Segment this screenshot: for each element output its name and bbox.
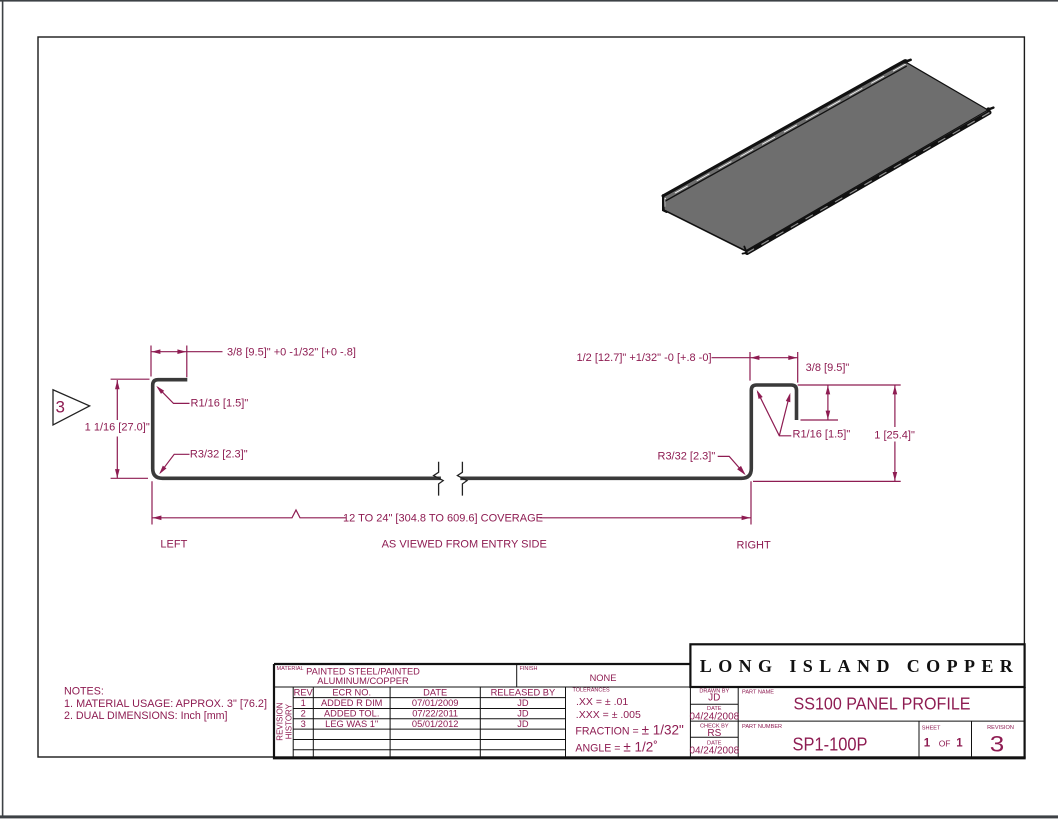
svg-text:REV: REV: [294, 687, 314, 697]
svg-text:3: 3: [990, 731, 1005, 756]
svg-text:PAINTED STEEL/PAINTED: PAINTED STEEL/PAINTED: [306, 667, 420, 677]
svg-text:1: 1: [924, 737, 931, 749]
svg-text:2. DUAL DIMENSIONS: Inch [mm]: 2. DUAL DIMENSIONS: Inch [mm]: [64, 710, 228, 722]
svg-text:R3/32 [2.3]": R3/32 [2.3]": [190, 449, 248, 461]
svg-text:LEFT: LEFT: [160, 539, 187, 551]
svg-text:R1/16 [1.5]": R1/16 [1.5]": [793, 429, 851, 441]
svg-text:OF: OF: [939, 738, 951, 748]
svg-text:1/2 [12.7]" +1/32" -0 [+.8 -0]: 1/2 [12.7]" +1/32" -0 [+.8 -0]: [577, 352, 712, 364]
svg-text:RELEASED BY: RELEASED BY: [491, 687, 556, 697]
svg-text:DRAWN BY: DRAWN BY: [699, 689, 729, 695]
svg-text:HISTORY: HISTORY: [284, 703, 293, 739]
svg-text:DATE: DATE: [423, 687, 447, 697]
svg-text:FRACTION = ± 1/32": FRACTION = ± 1/32": [575, 722, 684, 737]
svg-text:ADDED R DIM: ADDED R DIM: [321, 698, 382, 708]
svg-text:MATERIAL: MATERIAL: [277, 666, 304, 672]
svg-text:SP1-100P: SP1-100P: [793, 734, 868, 755]
svg-text:1 1/16 [27.0]": 1 1/16 [27.0]": [85, 422, 150, 434]
svg-text:1: 1: [301, 698, 306, 708]
svg-text:NOTES:: NOTES:: [64, 685, 104, 697]
svg-text:RIGHT: RIGHT: [737, 539, 772, 551]
svg-text:AS VIEWED FROM ENTRY SIDE: AS VIEWED FROM ENTRY SIDE: [382, 539, 547, 551]
svg-text:LONG ISLAND COPPER: LONG ISLAND COPPER: [700, 656, 1014, 676]
svg-text:SHEET: SHEET: [922, 725, 941, 731]
svg-text:12 TO 24" [304.8 TO 609.6] COV: 12 TO 24" [304.8 TO 609.6] COVERAGE: [343, 512, 543, 524]
svg-text:3/8 [9.5]": 3/8 [9.5]": [806, 362, 850, 374]
svg-text:RS: RS: [707, 728, 721, 739]
svg-text:ECR NO.: ECR NO.: [332, 687, 371, 697]
svg-text:.XX = ± .01: .XX = ± .01: [576, 696, 628, 708]
svg-text:REVISION: REVISION: [275, 702, 284, 740]
svg-text:1 [25.4]": 1 [25.4]": [874, 429, 915, 441]
svg-text:PART NUMBER: PART NUMBER: [742, 724, 782, 730]
svg-text:JD: JD: [517, 698, 529, 708]
svg-text:LEG WAS 1": LEG WAS 1": [325, 719, 378, 729]
svg-text:TOLERANCES: TOLERANCES: [573, 688, 611, 694]
svg-text:1. MATERIAL USAGE: APPROX. 3": 1. MATERIAL USAGE: APPROX. 3" [76.2]: [64, 698, 267, 710]
svg-text:SS100 PANEL PROFILE: SS100 PANEL PROFILE: [794, 694, 971, 714]
svg-text:04/24/2008: 04/24/2008: [690, 712, 740, 723]
svg-text:R3/32 [2.3]": R3/32 [2.3]": [658, 451, 716, 463]
svg-text:3/8 [9.5]" +0 -1/32" [+0 -.8]: 3/8 [9.5]" +0 -1/32" [+0 -.8]: [227, 347, 356, 359]
svg-text:JD: JD: [517, 719, 529, 729]
svg-text:DATE: DATE: [707, 741, 722, 747]
svg-text:ANGLE = ± 1/2˚: ANGLE = ± 1/2˚: [575, 739, 657, 754]
svg-text:07/22/2011: 07/22/2011: [412, 708, 458, 718]
svg-text:3: 3: [301, 719, 306, 729]
svg-text:DATE: DATE: [707, 706, 722, 712]
svg-text:04/24/2008: 04/24/2008: [690, 746, 740, 757]
svg-text:07/01/2009: 07/01/2009: [412, 698, 459, 708]
svg-text:.XXX = ± .005: .XXX = ± .005: [576, 709, 641, 721]
svg-text:ADDED TOL.: ADDED TOL.: [324, 708, 379, 718]
svg-text:FINISH: FINISH: [520, 666, 538, 672]
svg-text:NONE: NONE: [590, 673, 617, 683]
svg-text:PART NAME: PART NAME: [742, 690, 774, 696]
svg-text:3: 3: [55, 398, 64, 417]
svg-text:05/01/2012: 05/01/2012: [412, 719, 459, 729]
svg-text:JD: JD: [517, 708, 529, 718]
svg-text:REVISION: REVISION: [987, 725, 1014, 731]
svg-text:R1/16 [1.5]": R1/16 [1.5]": [191, 397, 249, 409]
svg-text:CHECK BY: CHECK BY: [700, 723, 729, 729]
svg-text:ALUMINUM/COPPER: ALUMINUM/COPPER: [317, 676, 409, 686]
svg-text:2: 2: [301, 708, 306, 718]
svg-text:JD: JD: [708, 692, 720, 703]
svg-text:1: 1: [956, 737, 963, 749]
